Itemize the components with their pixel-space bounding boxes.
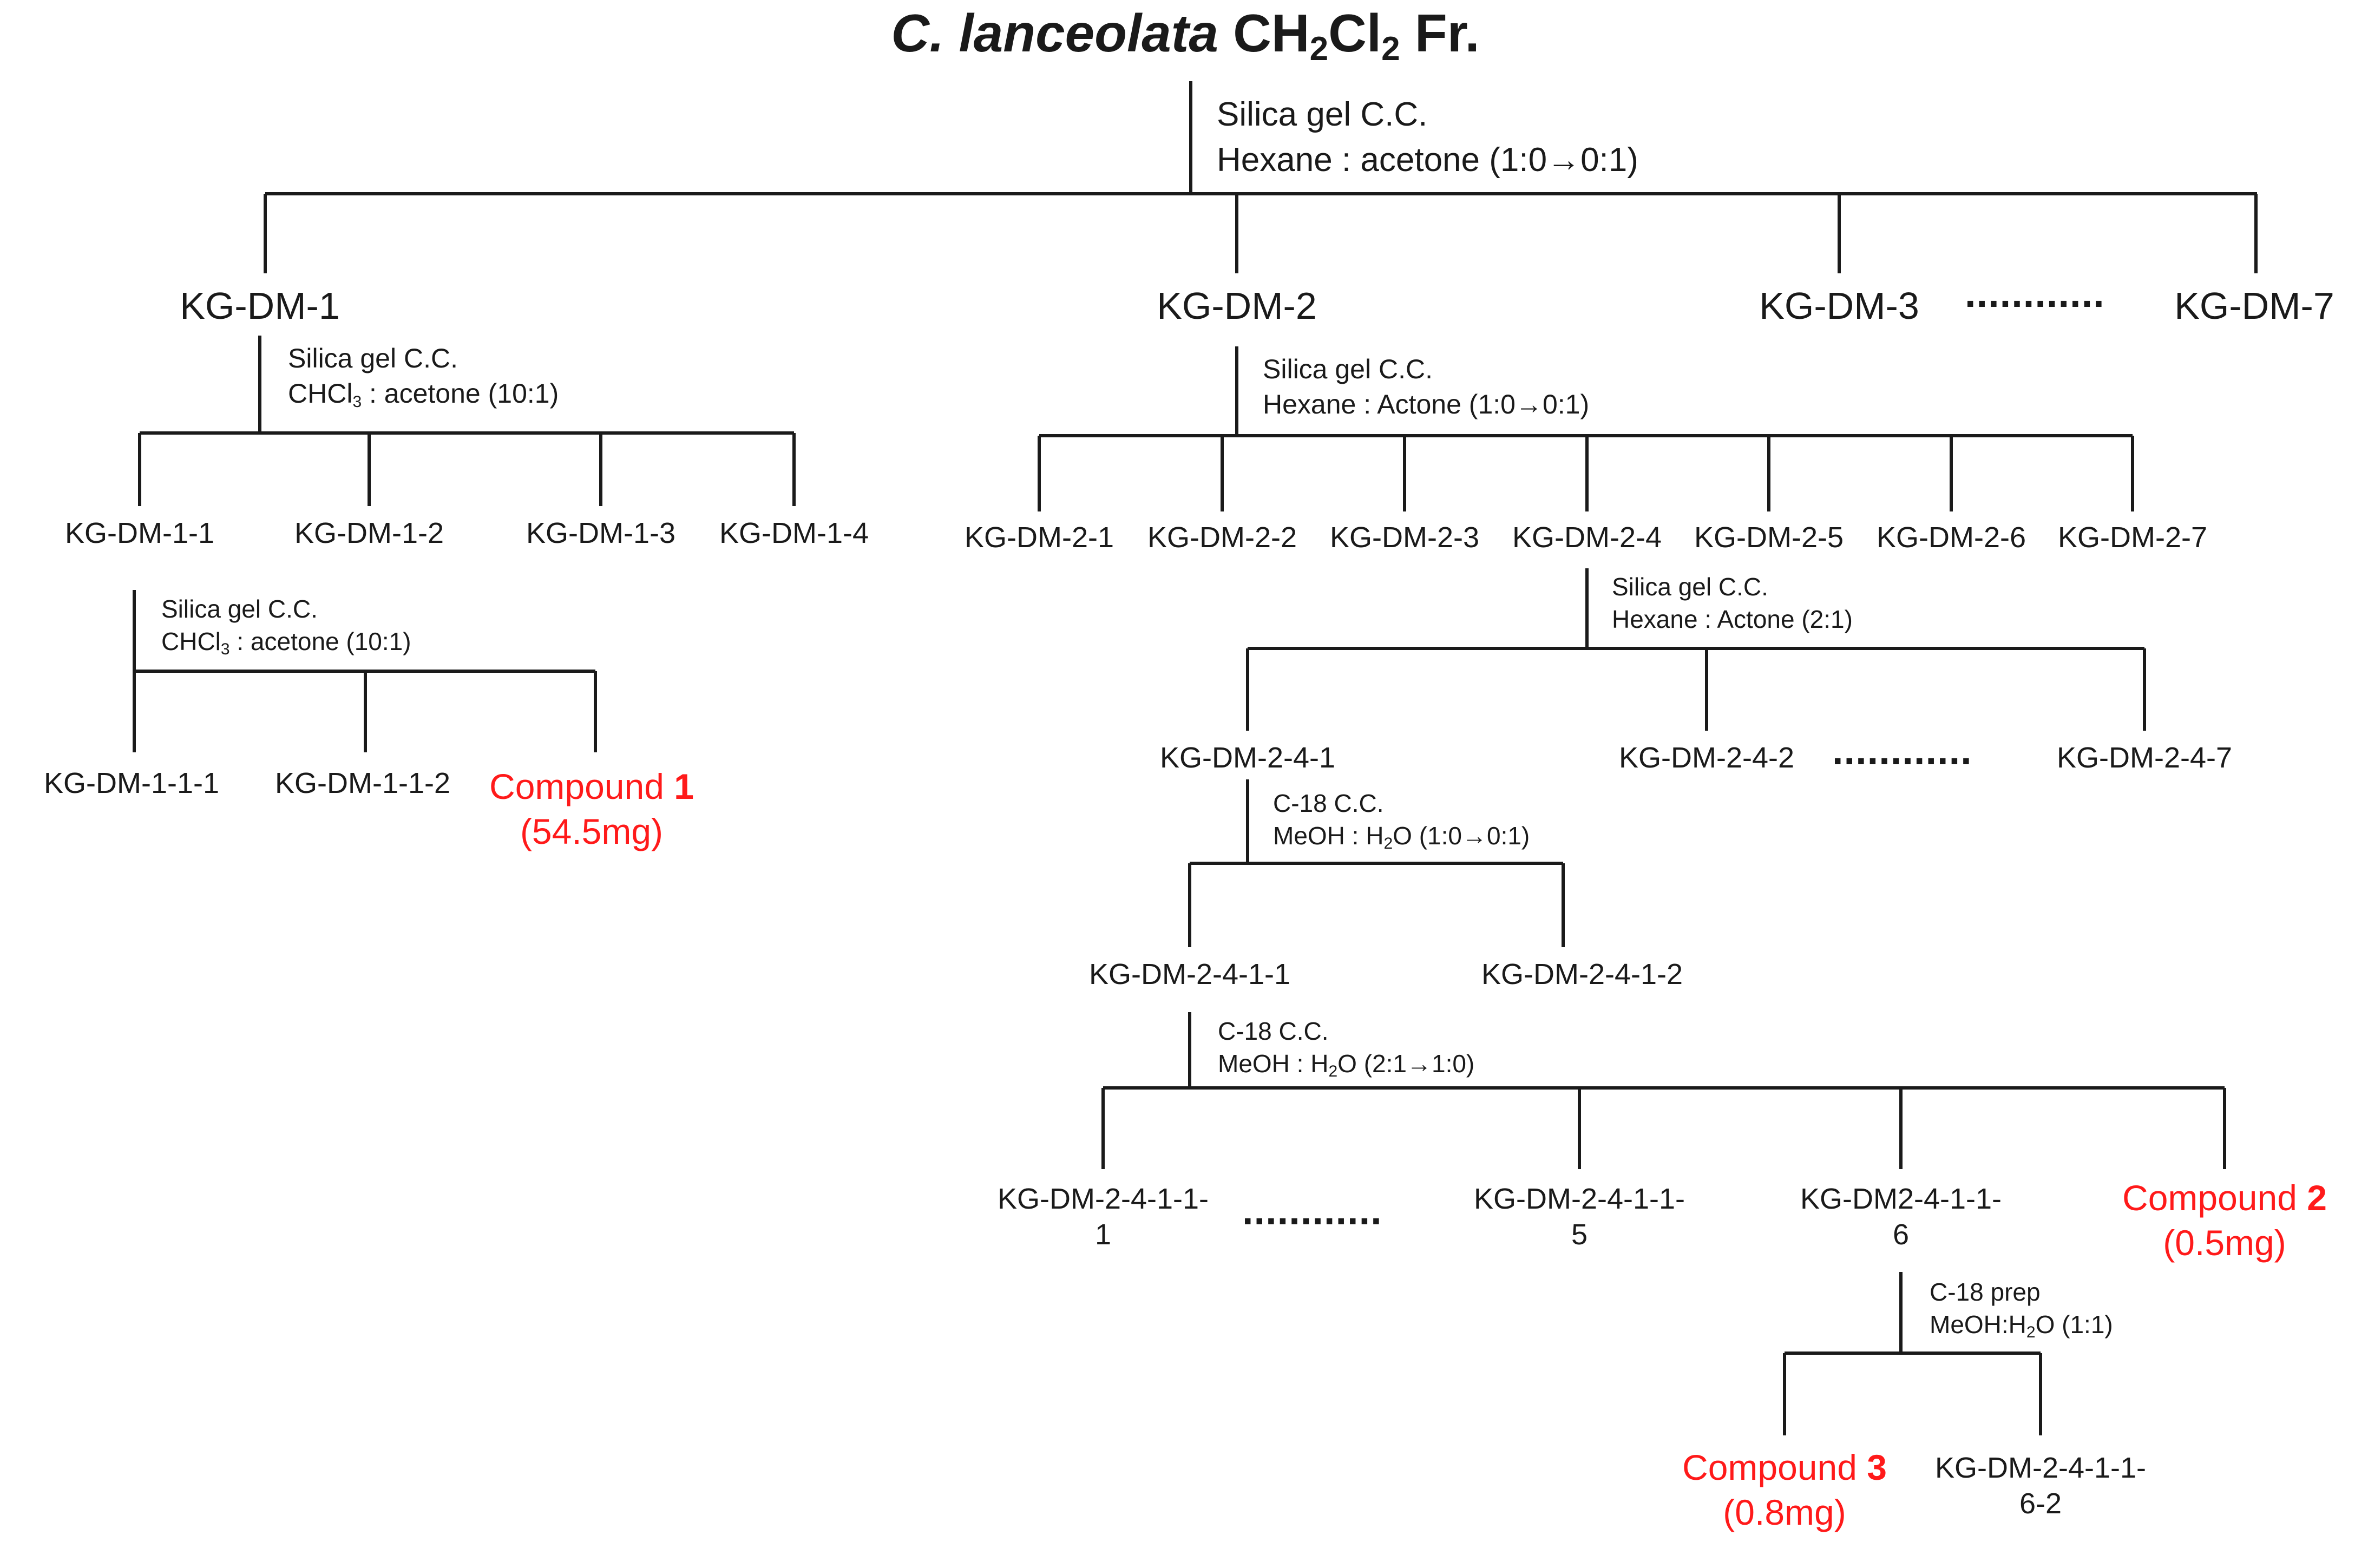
step-dm241-solvent: MeOH : H2O (1:0→0:1) [1273, 821, 1530, 852]
compound-2-label: Compound 2 [2122, 1178, 2327, 1218]
step-dm2411-conditions: C-18 C.C. MeOH : H2O (2:1→1:0) [1218, 1015, 1474, 1082]
fraction-kg-dm-2-4-1-2: KG-DM-2-4-1-2 [1481, 958, 1683, 990]
compound-2-amount: (0.5mg) [2163, 1222, 2286, 1263]
step-dm1-solvent: CHCl3 : acetone (10:1) [288, 378, 559, 411]
fraction-kg-dm-2-5: KG-DM-2-5 [1694, 521, 1844, 554]
fraction-kg-dm-2-4-1: KG-DM-2-4-1 [1159, 742, 1336, 774]
formula-ch: CH [1233, 3, 1310, 63]
fraction-kg-dm-2-1: KG-DM-2-1 [964, 521, 1114, 554]
fraction-suffix: Fr. [1414, 3, 1480, 63]
step-dm24-solvent: Hexane : Actone (2:1) [1612, 605, 1853, 633]
step-dm1-conditions: Silica gel C.C. CHCl3 : acetone (10:1) [288, 341, 559, 412]
fraction-kg-dm-2-4-1-1-1: KG-DM-2-4-1-1- 1 [997, 1183, 1209, 1251]
fraction-kg-dm-1-1: KG-DM-1-1 [64, 517, 215, 549]
page-title: C. lanceolata CH2Cl2 Fr. [891, 6, 1479, 66]
formula-sub-1: 2 [1309, 30, 1329, 68]
step-dm2411-solvent: MeOH : H2O (2:1→1:0) [1218, 1049, 1475, 1080]
formula-cl: Cl [1328, 3, 1382, 63]
species-name: C. lanceolata [891, 3, 1218, 63]
fraction-kg-dm-1-3: KG-DM-1-3 [526, 517, 676, 549]
fraction-kg-dm-1-4: KG-DM-1-4 [719, 517, 869, 549]
fraction-kg-dm-2-3: KG-DM-2-3 [1329, 521, 1480, 554]
fraction-kg-dm-2-4-1-1: KG-DM-2-4-1-1 [1088, 958, 1291, 990]
compound-1-label: Compound 1 [489, 766, 694, 806]
fraction-kg-dm-1-1-1: KG-DM-1-1-1 [43, 767, 220, 799]
step-dm24-method: Silica gel C.C. [1612, 573, 1768, 601]
step-dm11-solvent: CHCl3 : acetone (10:1) [161, 627, 411, 658]
compound-3-amount: (0.8mg) [1723, 1492, 1846, 1532]
step-dm2-method: Silica gel C.C. [1263, 354, 1433, 384]
step-dm241-method: C-18 C.C. [1273, 789, 1384, 817]
fraction-kg-dm-3: KG-DM-3 [1759, 285, 1919, 327]
fraction-kg-dm-2-6: KG-DM-2-6 [1876, 521, 2026, 554]
fraction-kg-dm-2: KG-DM-2 [1157, 285, 1317, 327]
step-dm24-conditions: Silica gel C.C. Hexane : Actone (2:1) [1612, 571, 1853, 636]
fraction-kg-dm-2-4: KG-DM-2-4 [1512, 521, 1662, 554]
fraction-kg-dm2-4-1-1-6: KG-DM2-4-1-1- 6 [1800, 1183, 2002, 1251]
step-dm11-method: Silica gel C.C. [161, 595, 318, 623]
step-dm1-method: Silica gel C.C. [288, 343, 458, 373]
formula-sub-2: 2 [1381, 30, 1400, 68]
fraction-kg-dm-2-4-7: KG-DM-2-4-7 [2056, 742, 2233, 774]
step-dm11-conditions: Silica gel C.C. CHCl3 : acetone (10:1) [161, 593, 411, 660]
compound-1: Compound 1 (54.5mg) [489, 764, 694, 854]
ellipsis-dm24111-dm24115: ............ [1242, 1188, 1382, 1233]
step-dm24116-solvent: MeOH:H2O (1:1) [1930, 1310, 2113, 1341]
fraction-kg-dm-1: KG-DM-1 [180, 285, 340, 327]
step-main-method: Silica gel C.C. [1217, 96, 1428, 133]
fraction-kg-dm-1-1-2: KG-DM-1-1-2 [274, 767, 451, 799]
fraction-kg-dm-7: KG-DM-7 [2174, 285, 2334, 327]
fraction-kg-dm-2-4-1-1-6-2: KG-DM-2-4-1-1- 6-2 [1934, 1452, 2147, 1520]
ellipsis-dm242-dm247: ............ [1832, 728, 1972, 773]
step-dm24116-method: C-18 prep [1930, 1278, 2041, 1306]
fraction-kg-dm-1-2: KG-DM-1-2 [294, 517, 444, 549]
step-dm241-conditions: C-18 C.C. MeOH : H2O (1:0→0:1) [1273, 788, 1530, 854]
step-main-conditions: Silica gel C.C. Hexane : acetone (1:0→0:… [1217, 92, 1638, 182]
step-main-solvent: Hexane : acetone (1:0→0:1) [1217, 141, 1638, 179]
fraction-kg-dm-2-7: KG-DM-2-7 [2057, 521, 2208, 554]
compound-3-label: Compound 3 [1682, 1447, 1887, 1487]
compound-2: Compound 2 (0.5mg) [2122, 1176, 2327, 1265]
compound-3: Compound 3 (0.8mg) [1682, 1445, 1887, 1534]
compound-1-amount: (54.5mg) [520, 811, 664, 851]
step-dm2-solvent: Hexane : Actone (1:0→0:1) [1263, 389, 1590, 419]
fraction-kg-dm-2-4-1-1-5: KG-DM-2-4-1-1- 5 [1473, 1183, 1685, 1251]
ellipsis-dm3-dm7: ............ [1965, 271, 2105, 316]
step-dm2-conditions: Silica gel C.C. Hexane : Actone (1:0→0:1… [1263, 352, 1589, 422]
fraction-kg-dm-2-2: KG-DM-2-2 [1147, 521, 1297, 554]
step-dm2411-method: C-18 C.C. [1218, 1017, 1329, 1045]
fraction-kg-dm-2-4-2: KG-DM-2-4-2 [1618, 742, 1795, 774]
step-dm24116-conditions: C-18 prep MeOH:H2O (1:1) [1930, 1276, 2113, 1343]
